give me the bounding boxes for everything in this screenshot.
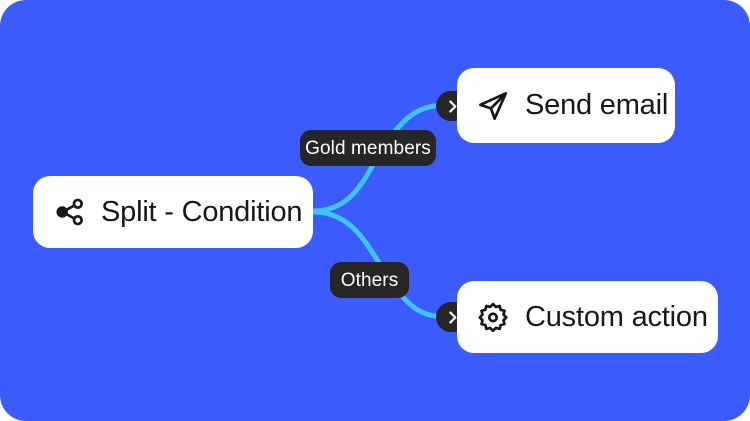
- chevron-right-icon: [448, 99, 456, 113]
- branch-label-gold-members[interactable]: Gold members: [300, 130, 436, 166]
- node-custom-action[interactable]: Custom action: [457, 281, 718, 353]
- paper-plane-icon: [475, 88, 511, 124]
- chevron-right-icon: [448, 310, 456, 324]
- node-split-condition[interactable]: Split - Condition: [33, 176, 313, 248]
- node-send-email[interactable]: Send email: [457, 68, 675, 143]
- branch-label-others[interactable]: Others: [330, 262, 409, 298]
- gear-icon: [475, 299, 511, 335]
- share-nodes-icon: [53, 195, 87, 229]
- node-label-custom-action: Custom action: [525, 300, 708, 333]
- node-label-split-condition: Split - Condition: [101, 195, 303, 228]
- node-label-send-email: Send email: [525, 89, 669, 121]
